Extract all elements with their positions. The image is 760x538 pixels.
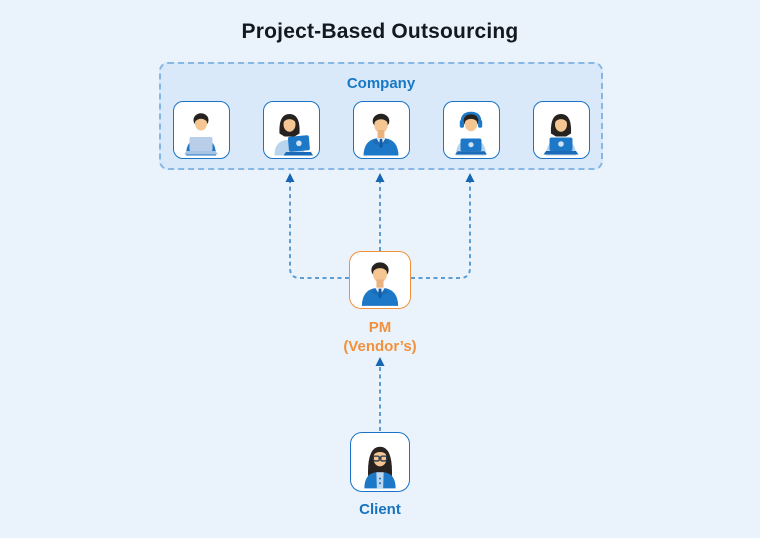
company-members-row [161, 101, 601, 159]
arrowhead-client [375, 357, 385, 366]
pm-label-line1: PM [368, 319, 392, 336]
pm-label: PM (Vendor’s) [0, 318, 760, 356]
person-with-headset-icon [455, 111, 487, 156]
woman-at-laptop-icon [543, 114, 579, 156]
man-with-laptop-icon [184, 113, 218, 156]
company-member-card [532, 101, 590, 159]
arrow-pm-to-company-right [411, 182, 471, 279]
woman-with-glasses-icon [364, 446, 396, 489]
pm-card [349, 251, 411, 309]
page-title: Project-Based Outsourcing [241, 20, 519, 43]
pm-label-line2: (Vendor’s) [343, 338, 417, 355]
company-member-card [172, 101, 230, 159]
company-member-card [352, 101, 410, 159]
company-group: Company [159, 62, 603, 170]
client-card [350, 432, 410, 492]
woman-with-laptop-icon [274, 114, 313, 156]
company-member-card [442, 101, 500, 159]
arrowhead-left [285, 173, 295, 182]
client-label: Client [359, 501, 401, 518]
man-in-suit-icon [363, 113, 399, 156]
arrow-pm-to-company-left [289, 182, 349, 279]
arrowhead-middle [375, 173, 385, 182]
arrowhead-right [465, 173, 475, 182]
man-in-suit-icon [361, 262, 399, 306]
company-member-card [262, 101, 320, 159]
company-label: Company [346, 75, 416, 92]
